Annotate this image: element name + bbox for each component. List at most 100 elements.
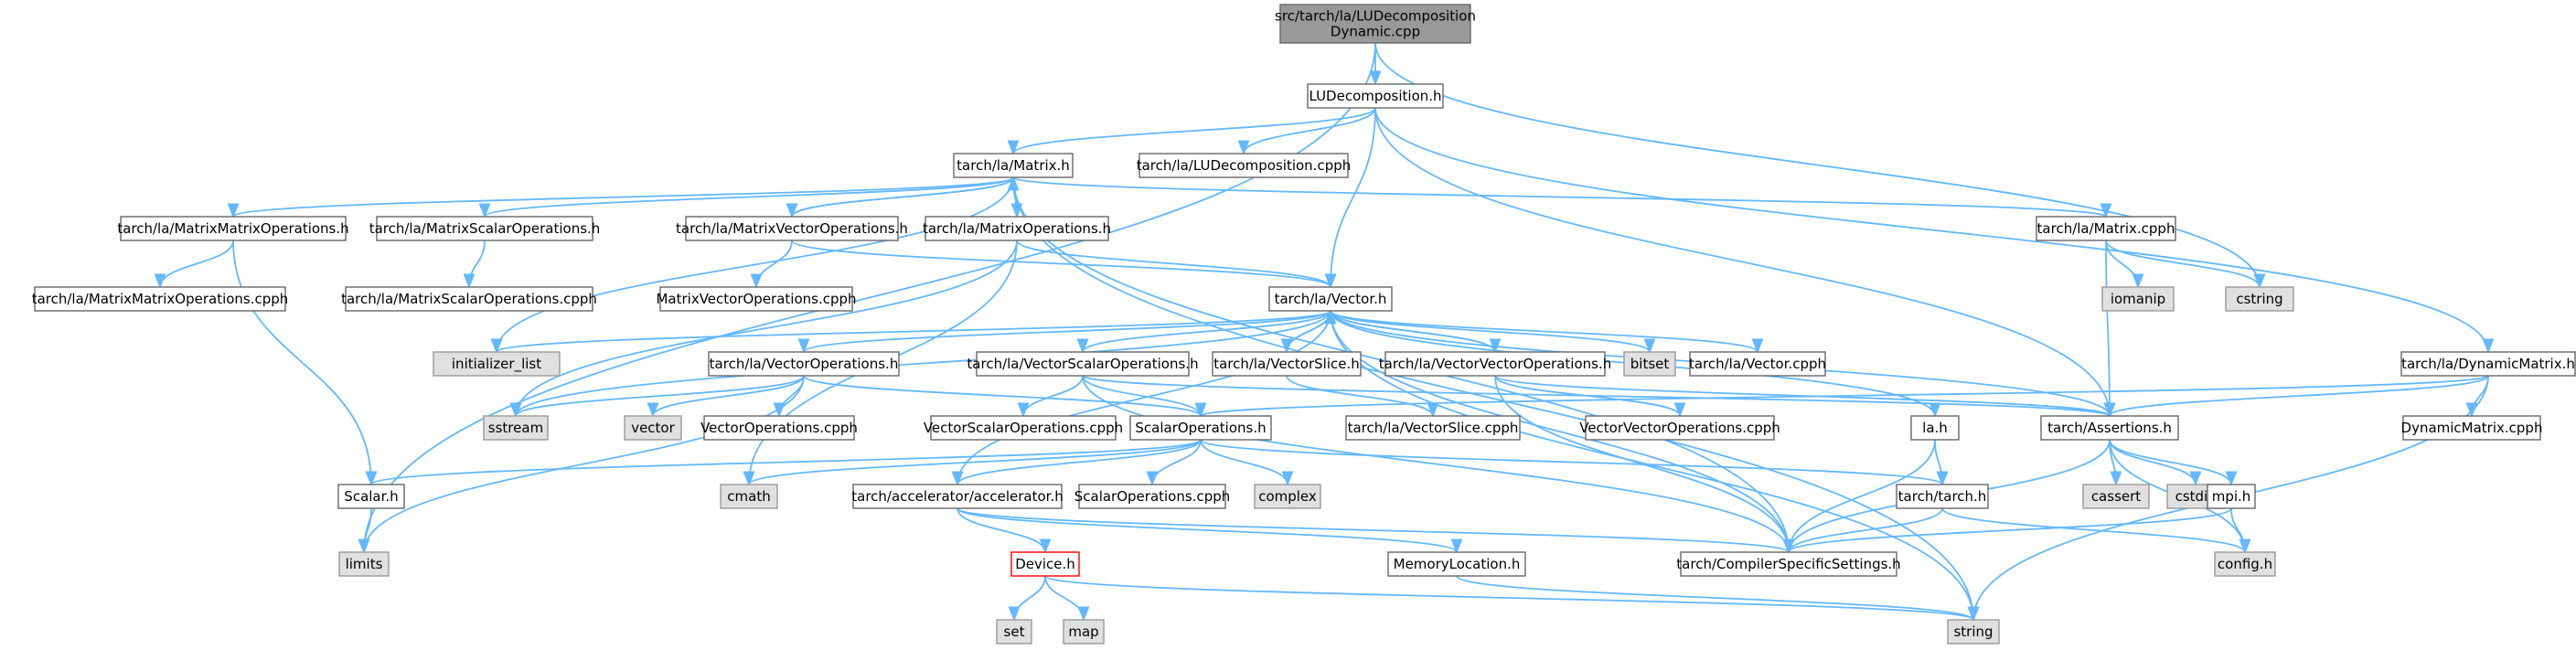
node-accel_h[interactable]: tarch/accelerator/accelerator.h — [851, 484, 1064, 509]
node-box — [2036, 216, 2176, 241]
node-label: iomanip — [2111, 291, 2165, 307]
node-dynmat_h[interactable]: tarch/la/DynamicMatrix.h — [2400, 351, 2576, 377]
edge-scalar_h-to-limits — [358, 507, 372, 554]
edge-vvo_h-to-vector_h — [1324, 309, 1496, 353]
edge-vector_h-to-sstream — [509, 310, 1331, 418]
node-so_cpph[interactable]: ScalarOperations.cpph — [1074, 484, 1231, 509]
node-mmo_h[interactable]: tarch/la/MatrixMatrixOperations.h — [117, 216, 349, 241]
edge-matrix_h-to-mmo_h — [228, 176, 1014, 218]
node-mvo_h[interactable]: tarch/la/MatrixVectorOperations.h — [676, 216, 908, 241]
node-box — [1254, 484, 1321, 509]
node-label: cstring — [2236, 291, 2282, 307]
node-compiler_h[interactable]: tarch/CompilerSpecificSettings.h — [1676, 551, 1901, 577]
edge-vso_h-to-vso_cpph — [1017, 375, 1084, 418]
node-label: vector — [631, 420, 675, 436]
edge-dynmat_h-to-so_h — [1195, 375, 2489, 418]
dependency-nodes: src/tarch/la/LUDecompositionDynamic.cppL… — [32, 4, 2576, 645]
node-label: VectorScalarOperations.cpph — [924, 420, 1123, 436]
node-label: MemoryLocation.h — [1394, 556, 1521, 572]
edge-dynmat_h-to-assertions_h — [2103, 375, 2489, 418]
edge-device_h-to-set — [1008, 575, 1046, 622]
edge-mo_h-to-sstream — [509, 240, 1018, 418]
node-label: tarch/la/Matrix.h — [957, 157, 1070, 174]
node-matrix_h[interactable]: tarch/la/Matrix.h — [953, 153, 1074, 178]
edge-vslice_h-to-vslice_cpph — [1286, 375, 1439, 418]
node-vso_h[interactable]: tarch/la/VectorScalarOperations.h — [967, 351, 1199, 377]
node-matrix_cpph[interactable]: tarch/la/Matrix.cpph — [2036, 216, 2176, 241]
edge-ludecomp_h-to-matrix_h — [1007, 107, 1376, 155]
node-box — [1129, 415, 1272, 441]
node-vector_cpph[interactable]: tarch/la/Vector.cpph — [1689, 351, 1826, 377]
node-vvo_cpph[interactable]: VectorVectorOperations.cpph — [1579, 415, 1780, 441]
node-mso_h[interactable]: tarch/la/MatrixScalarOperations.h — [369, 216, 601, 241]
node-label: DynamicMatrix.cpph — [2401, 420, 2543, 436]
edge-vo_h-to-vector — [647, 375, 805, 418]
node-box — [1268, 286, 1393, 312]
node-box — [1585, 415, 1775, 441]
dependency-edges — [154, 42, 2495, 622]
node-mo_h[interactable]: tarch/la/MatrixOperations.h — [923, 216, 1111, 241]
edge-vector_h-to-vo_h — [797, 310, 1331, 354]
edge-la_h-to-tarch_h — [1934, 439, 1949, 486]
node-box — [2402, 415, 2541, 441]
node-device_h[interactable]: Device.h — [1010, 551, 1080, 577]
node-vslice_cpph[interactable]: tarch/la/VectorSlice.cpph — [1345, 415, 1521, 441]
node-label: tarch/CompilerSpecificSettings.h — [1676, 556, 1900, 572]
edge-ludecomp_h-to-dynmat_h — [1374, 107, 2495, 354]
edge-matrix_cpph-to-assertions_h — [2103, 240, 2116, 418]
node-box — [659, 286, 853, 312]
node-box — [685, 216, 899, 241]
node-limits: limits — [338, 551, 390, 577]
node-box — [703, 415, 855, 441]
edge-mvo_h-to-mvo_cpph — [750, 240, 793, 289]
node-assertions_h[interactable]: tarch/Assertions.h — [2040, 415, 2179, 441]
edge-vo_h-to-sstream — [509, 375, 805, 418]
node-vslice_h[interactable]: tarch/la/VectorSlice.h — [1212, 351, 1362, 377]
node-bitset: bitset — [1623, 351, 1676, 377]
node-label: config.h — [2218, 556, 2272, 572]
node-label: set — [1004, 623, 1025, 640]
node-label: ScalarOperations.cpph — [1074, 488, 1231, 505]
node-mpi_h[interactable]: mpi.h — [2207, 484, 2256, 509]
node-label: mpi.h — [2212, 488, 2251, 505]
edge-ludecomp_h-to-vector_h — [1324, 107, 1376, 289]
node-label: Dynamic.cpp — [1331, 24, 1420, 40]
node-label: tarch/la/LUDecomposition.cpph — [1137, 157, 1352, 174]
node-box — [852, 484, 1063, 509]
node-vector_h[interactable]: tarch/la/Vector.h — [1268, 286, 1393, 312]
node-tarch_h[interactable]: tarch/tarch.h — [1896, 484, 1989, 509]
edge-la_h-to-compiler_h — [1782, 439, 1936, 554]
edge-mso_h-to-mso_cpph — [463, 240, 486, 289]
node-label: tarch/la/MatrixMatrixOperations.cpph — [32, 291, 289, 307]
node-mvo_cpph[interactable]: MatrixVectorOperations.cpph — [656, 286, 857, 312]
node-box — [1680, 551, 1897, 577]
node-vo_cpph[interactable]: VectorOperations.cpph — [700, 415, 858, 441]
node-scalar_h[interactable]: Scalar.h — [337, 484, 405, 509]
node-label: VectorVectorOperations.cpph — [1579, 420, 1780, 436]
node-la_h[interactable]: la.h — [1910, 415, 1960, 441]
node-ludecomp_h[interactable]: LUDecomposition.h — [1307, 83, 1444, 109]
node-label: tarch/la/VectorSlice.h — [1213, 356, 1360, 372]
node-box — [720, 484, 778, 509]
node-mmo_cpph[interactable]: tarch/la/MatrixMatrixOperations.cpph — [32, 286, 289, 312]
edge-ludecomp_h-to-ludecomp_cpph — [1237, 107, 1376, 155]
node-label: tarch/la/VectorScalarOperations.h — [967, 356, 1198, 372]
node-ludecomp_cpph[interactable]: tarch/la/LUDecomposition.cpph — [1137, 153, 1352, 178]
edge-so_h-to-tarch_h — [1200, 439, 1948, 486]
node-vvo_h[interactable]: tarch/la/VectorVectorOperations.h — [1379, 351, 1611, 377]
node-memloc_h[interactable]: MemoryLocation.h — [1387, 551, 1526, 577]
edge-vector_h-to-initlist — [491, 310, 1331, 354]
node-vo_h[interactable]: tarch/la/VectorOperations.h — [708, 351, 900, 377]
node-mso_cpph[interactable]: tarch/la/MatrixScalarOperations.cpph — [341, 286, 597, 312]
node-vso_cpph[interactable]: VectorScalarOperations.cpph — [924, 415, 1123, 441]
node-so_h[interactable]: ScalarOperations.h — [1129, 415, 1272, 441]
node-box — [433, 351, 561, 377]
edge-matrix_cpph-to-cstring — [2105, 240, 2266, 289]
edge-mpi_h-to-config_h — [2230, 507, 2251, 554]
edge-root-to-limits — [358, 42, 1376, 554]
node-box — [1623, 351, 1676, 377]
edge-root-to-cstring — [1374, 42, 2266, 289]
node-dynmat_cpph[interactable]: DynamicMatrix.cpph — [2401, 415, 2543, 441]
node-label: tarch/la/VectorSlice.cpph — [1348, 420, 1519, 436]
